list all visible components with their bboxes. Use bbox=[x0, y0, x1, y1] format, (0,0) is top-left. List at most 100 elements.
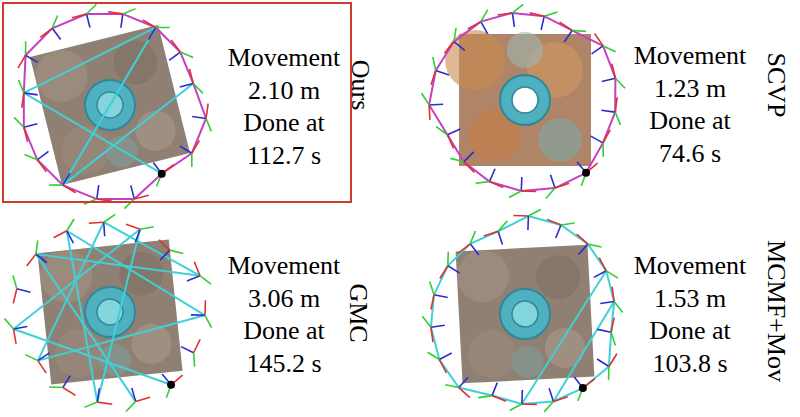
start-point bbox=[158, 170, 166, 178]
camera-axis bbox=[577, 234, 588, 244]
camera-axis bbox=[132, 388, 136, 401]
camera-axis bbox=[547, 219, 561, 225]
camera-axis bbox=[160, 250, 170, 260]
camera-axis bbox=[520, 177, 522, 191]
camera-axis bbox=[595, 34, 604, 46]
camera-axis bbox=[40, 28, 52, 37]
camera-axis bbox=[192, 140, 200, 153]
camera-axis bbox=[447, 252, 449, 266]
camera-axis bbox=[498, 13, 513, 15]
camera-axis bbox=[159, 240, 170, 250]
trajectory-path bbox=[431, 216, 614, 404]
camera-axis bbox=[37, 151, 48, 159]
camera-axis bbox=[17, 289, 31, 292]
camera-axis bbox=[597, 329, 611, 332]
camera-axis bbox=[49, 386, 63, 388]
scene-panel bbox=[5, 214, 212, 411]
camera-axis bbox=[52, 28, 60, 39]
camera-axis bbox=[97, 185, 99, 199]
camera-axis bbox=[25, 355, 38, 361]
camera-axis bbox=[24, 127, 28, 142]
camera-axis bbox=[470, 244, 479, 255]
camera-axis bbox=[464, 162, 475, 173]
camera-axis bbox=[193, 83, 203, 93]
camera-axis bbox=[19, 80, 24, 93]
camera-axis bbox=[171, 40, 180, 52]
camera-axis bbox=[489, 182, 503, 188]
camera-axis bbox=[606, 271, 618, 278]
camera-axis bbox=[422, 316, 431, 327]
camera-axis bbox=[428, 352, 440, 359]
camera-axis bbox=[603, 130, 610, 143]
camera-axis bbox=[136, 397, 150, 401]
method-label: MCMF+Mov bbox=[763, 240, 789, 382]
trajectory-jump bbox=[104, 222, 200, 275]
camera-axis bbox=[103, 222, 106, 236]
ground-patch bbox=[456, 245, 595, 384]
trajectory-jump bbox=[63, 83, 193, 185]
camera-axis bbox=[169, 52, 180, 60]
camera-axis bbox=[560, 22, 572, 30]
camera-axis bbox=[431, 295, 434, 310]
camera-axis bbox=[124, 199, 134, 209]
camera-axis bbox=[97, 199, 112, 201]
camera-axis bbox=[602, 143, 604, 157]
camera-axis bbox=[609, 354, 617, 367]
camera-axis bbox=[67, 231, 74, 243]
camera-axis bbox=[521, 390, 523, 404]
camera-axis bbox=[591, 136, 603, 143]
texture-patch bbox=[30, 44, 93, 107]
camera-axis bbox=[492, 396, 506, 402]
texture-patch bbox=[130, 322, 174, 366]
highlight-box: Movement 2.10 m Done at 112.7 sOurs bbox=[2, 2, 352, 203]
camera-axis bbox=[561, 223, 575, 225]
camera-axis bbox=[180, 83, 194, 87]
camera-axis bbox=[206, 104, 208, 119]
camera-axis bbox=[611, 318, 614, 333]
camera-axis bbox=[612, 287, 614, 302]
camera-axis bbox=[431, 327, 433, 342]
camera-axis bbox=[464, 152, 474, 162]
camera-axis bbox=[13, 327, 27, 329]
object-image bbox=[445, 30, 591, 166]
result-text: Movement 2.10 m Done at 112.7 s bbox=[222, 42, 346, 172]
camera-axis bbox=[594, 271, 606, 278]
trajectory-jump bbox=[553, 301, 614, 401]
camera-axis bbox=[52, 16, 57, 29]
camera-axis bbox=[72, 14, 87, 18]
camera-axis bbox=[134, 195, 149, 199]
camera-axis bbox=[204, 300, 206, 315]
camera-axis bbox=[528, 209, 540, 216]
camera-axis bbox=[156, 27, 170, 29]
camera-axis bbox=[89, 222, 104, 223]
camera-axis bbox=[26, 55, 38, 62]
camera-axis bbox=[86, 4, 96, 14]
camera-axis bbox=[25, 154, 38, 159]
start-point bbox=[582, 169, 590, 177]
camera-axis bbox=[615, 97, 617, 112]
camera-axis bbox=[433, 57, 436, 71]
camera-axis bbox=[123, 9, 136, 14]
camera-axis bbox=[602, 78, 616, 81]
method-label: Ours bbox=[347, 60, 373, 111]
camera-axis bbox=[458, 244, 470, 253]
camera-axis bbox=[63, 387, 76, 395]
camera-axis bbox=[439, 353, 451, 360]
result-text: Movement 1.53 m Done at 103.8 s bbox=[628, 250, 752, 380]
start-point bbox=[167, 381, 175, 389]
camera-axis bbox=[104, 214, 115, 222]
camera-axis bbox=[579, 244, 588, 254]
camera-axis bbox=[544, 401, 553, 411]
camera-axis bbox=[180, 52, 193, 57]
camera-axis bbox=[553, 397, 567, 402]
trajectory-jump bbox=[38, 315, 205, 360]
camera-axis bbox=[513, 215, 528, 217]
camera-axis bbox=[440, 266, 448, 279]
camera-axis bbox=[588, 244, 602, 247]
camera-axis bbox=[194, 262, 200, 276]
texture-patch bbox=[544, 327, 586, 369]
camera-axis bbox=[13, 329, 16, 344]
camera-axis bbox=[194, 339, 201, 352]
camera-axis bbox=[439, 360, 446, 373]
camera-axis bbox=[470, 231, 475, 244]
